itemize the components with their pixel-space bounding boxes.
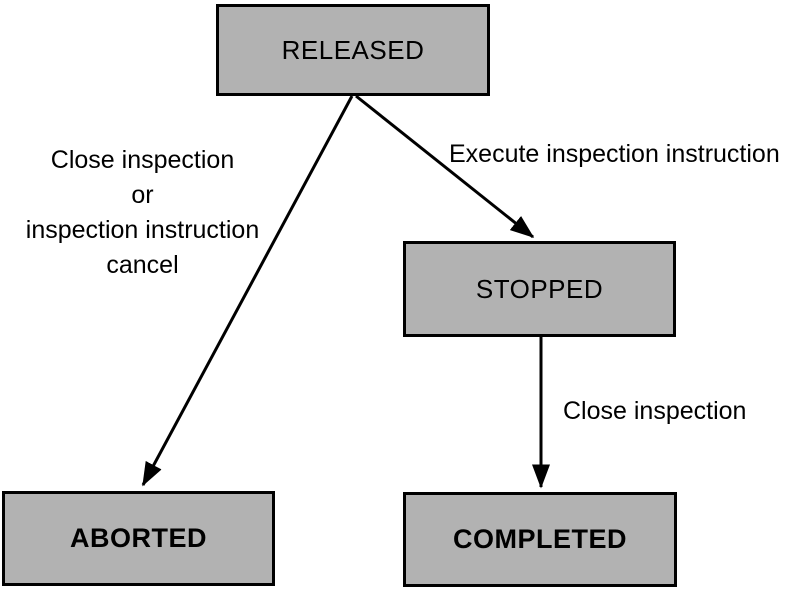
edge-label-released-to-stopped: Execute inspection instruction	[449, 140, 780, 168]
node-stopped: STOPPED	[403, 241, 676, 337]
node-aborted: ABORTED	[2, 491, 275, 586]
node-released-label: RELEASED	[281, 34, 425, 65]
node-completed: COMPLETED	[403, 492, 677, 587]
node-aborted-label: ABORTED	[70, 523, 207, 553]
edge-label-released-to-aborted: Close inspection or inspection instructi…	[25, 146, 260, 279]
node-released: RELEASED	[216, 4, 490, 96]
arrow-released-to-stopped	[355, 94, 535, 239]
arrow-released-to-aborted	[141, 95, 354, 487]
edge-label-stopped-to-completed: Close inspection	[563, 397, 747, 425]
node-stopped-label: STOPPED	[475, 273, 604, 304]
node-completed-label: COMPLETED	[452, 524, 627, 554]
